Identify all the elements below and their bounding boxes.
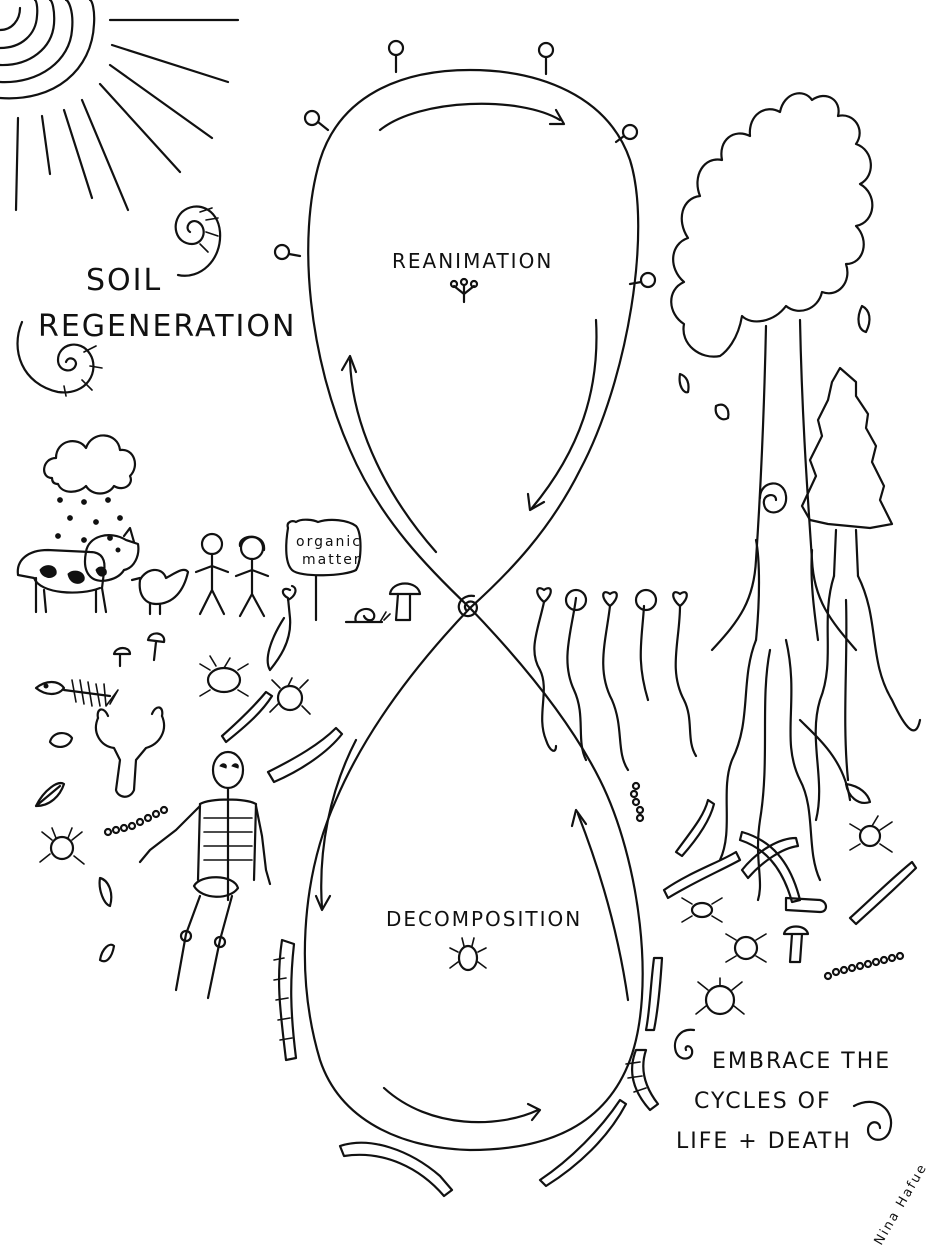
organic-matter-sign: organic matter: [285, 518, 362, 622]
closing-line-3: LIFE + DEATH: [676, 1129, 852, 1154]
pine-tree-icon: [800, 366, 922, 822]
cycle-loop: [303, 68, 644, 1152]
skeleton-icon: [138, 750, 272, 1000]
worm-icon: [784, 896, 828, 914]
stick-figure-icon: [194, 532, 230, 616]
worm-icon: [625, 1048, 660, 1112]
bull-skull-icon: [94, 706, 166, 798]
mushroom-icon: [782, 925, 810, 964]
flower-icon: [273, 39, 657, 289]
sign-line-organic: organic: [296, 534, 362, 550]
cloud-icon: [43, 434, 137, 495]
bug-icon: [199, 655, 249, 697]
pig-icon: [83, 526, 140, 582]
spiral-icon: [16, 320, 103, 397]
worm-icon: [662, 782, 918, 926]
fish-skeleton-icon: [34, 679, 119, 707]
bug-icon: [695, 977, 745, 1016]
sun-icon: [0, 0, 240, 212]
bug-icon: [681, 897, 723, 923]
sign-line-matter: matter: [302, 552, 362, 568]
bug-icon: [725, 933, 767, 963]
leaf-icon: [678, 304, 871, 421]
loop-label-reanimation: REANIMATION: [392, 249, 553, 273]
mushroom-icon: [388, 582, 422, 622]
loop-label-decomposition: DECOMPOSITION: [386, 907, 582, 931]
closing-line-1: EMBRACE THE: [712, 1049, 891, 1074]
spiral-icon: [673, 1028, 696, 1060]
deciduous-tree-icon: [670, 92, 874, 902]
stick-figure-icon: [234, 535, 270, 618]
sprout-icon: [266, 584, 297, 672]
title-regeneration: REGENERATION: [38, 309, 296, 344]
cow-icon: [16, 548, 108, 614]
worm-icon: [220, 690, 274, 744]
chicken-icon: [130, 568, 190, 616]
spiral-icon: [852, 1100, 893, 1141]
worm-icon: [273, 938, 298, 1062]
worm-icon: [644, 956, 664, 1032]
beetle-icon: [449, 937, 487, 972]
worm-icon: [538, 1098, 628, 1188]
worm-icon: [266, 726, 344, 784]
snail-icon: [344, 607, 391, 624]
bug-icon: [269, 677, 311, 715]
sprout-icon: [533, 587, 698, 772]
closing-line-2: CYCLES OF: [694, 1089, 832, 1114]
microbe-chain-icon: [103, 805, 169, 837]
microbe-chain-icon: [823, 951, 905, 981]
artist-signature: Nina Hafue: [872, 1161, 931, 1248]
leaf-icon: [34, 732, 116, 963]
raindrops-icon: [55, 497, 123, 543]
bug-icon: [39, 827, 85, 865]
title-soil: SOIL: [86, 263, 162, 298]
sprout-icon: [449, 277, 479, 304]
mushroom-icon: [112, 632, 166, 668]
worm-icon: [338, 1141, 454, 1198]
microbe-chain-icon: [629, 781, 645, 823]
spiral-icon: [174, 205, 222, 277]
bug-icon: [849, 815, 893, 853]
